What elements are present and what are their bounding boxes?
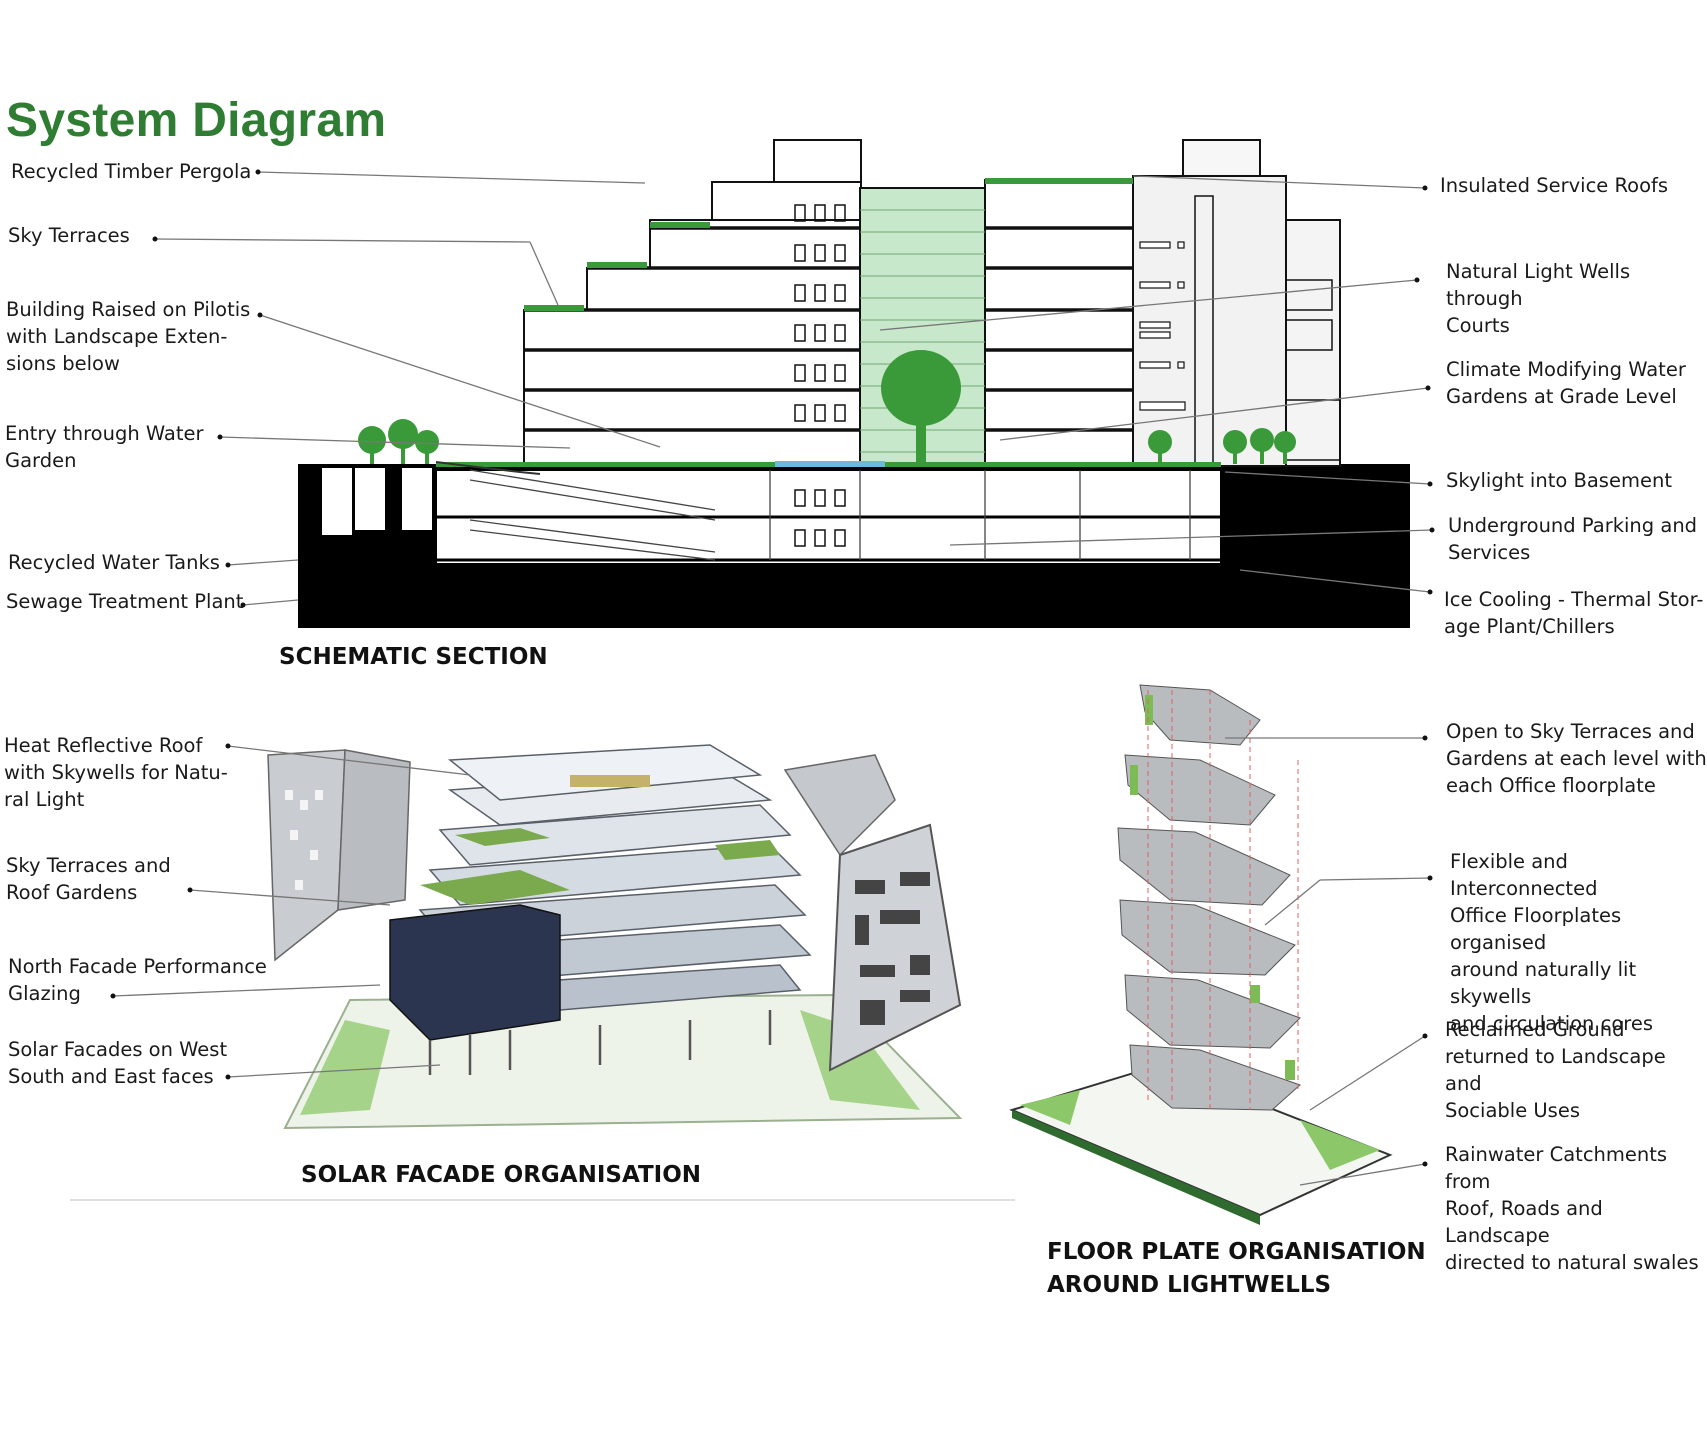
page-title: System Diagram [6, 94, 387, 147]
label-natural-light-wells: Natural Light Wells through Courts [1446, 260, 1631, 337]
label-underground-parking: Underground Parking and Services [1448, 514, 1698, 564]
label-reclaimed-ground: Reclaimed Ground returned to Landscape a… [1445, 1018, 1666, 1122]
label-north-facade-glazing: North Facade Performance Glazing [8, 955, 267, 1005]
label-sky-terraces: Sky Terraces [8, 224, 130, 247]
floor-plate-drawing [1009, 684, 1393, 1225]
label-building-on-pilotis: Building Raised on Pilotis with Landscap… [6, 298, 251, 375]
label-heat-reflective-roof: Heat Reflective Roof with Skywells for N… [4, 734, 228, 811]
label-rainwater-catchments: Rainwater Catchments from Roof, Roads an… [1445, 1143, 1699, 1274]
schematic-section-drawing [298, 139, 1410, 628]
solar-facade-title: SOLAR FACADE ORGANISATION [301, 1162, 702, 1188]
label-insulated-service-roofs: Insulated Service Roofs [1440, 174, 1669, 197]
label-skylight-basement: Skylight into Basement [1446, 469, 1672, 492]
label-solar-facades: Solar Facades on West South and East fac… [8, 1038, 228, 1088]
label-recycled-water-tanks: Recycled Water Tanks [8, 551, 220, 574]
schematic-section-title: SCHEMATIC SECTION [279, 644, 548, 670]
floor-plate-title: FLOOR PLATE ORGANISATION AROUND LIGHTWEL… [1047, 1239, 1426, 1298]
lower-block-left [523, 309, 862, 467]
label-ice-cooling: Ice Cooling - Thermal Stor- age Plant/Ch… [1444, 588, 1704, 638]
label-entry-water-garden: Entry through Water Garden [5, 422, 204, 472]
label-flexible-floorplates: Flexible and Interconnected Office Floor… [1450, 850, 1654, 1035]
leader-dots [110, 169, 1435, 1167]
label-open-sky-terraces: Open to Sky Terraces and Gardens at each… [1446, 720, 1707, 797]
leader-lines [70, 171, 1433, 1201]
label-climate-water-gardens: Climate Modifying Water Gardens at Grade… [1446, 358, 1686, 408]
label-sky-terraces-roof-gardens: Sky Terraces and Roof Gardens [6, 854, 171, 904]
label-recycled-timber-pergola: Recycled Timber Pergola [11, 160, 252, 183]
sky-terrace-green [524, 305, 584, 311]
label-sewage-treatment-plant: Sewage Treatment Plant [6, 590, 244, 613]
solar-facade-drawing [267, 744, 963, 1130]
water-tank [322, 467, 352, 535]
